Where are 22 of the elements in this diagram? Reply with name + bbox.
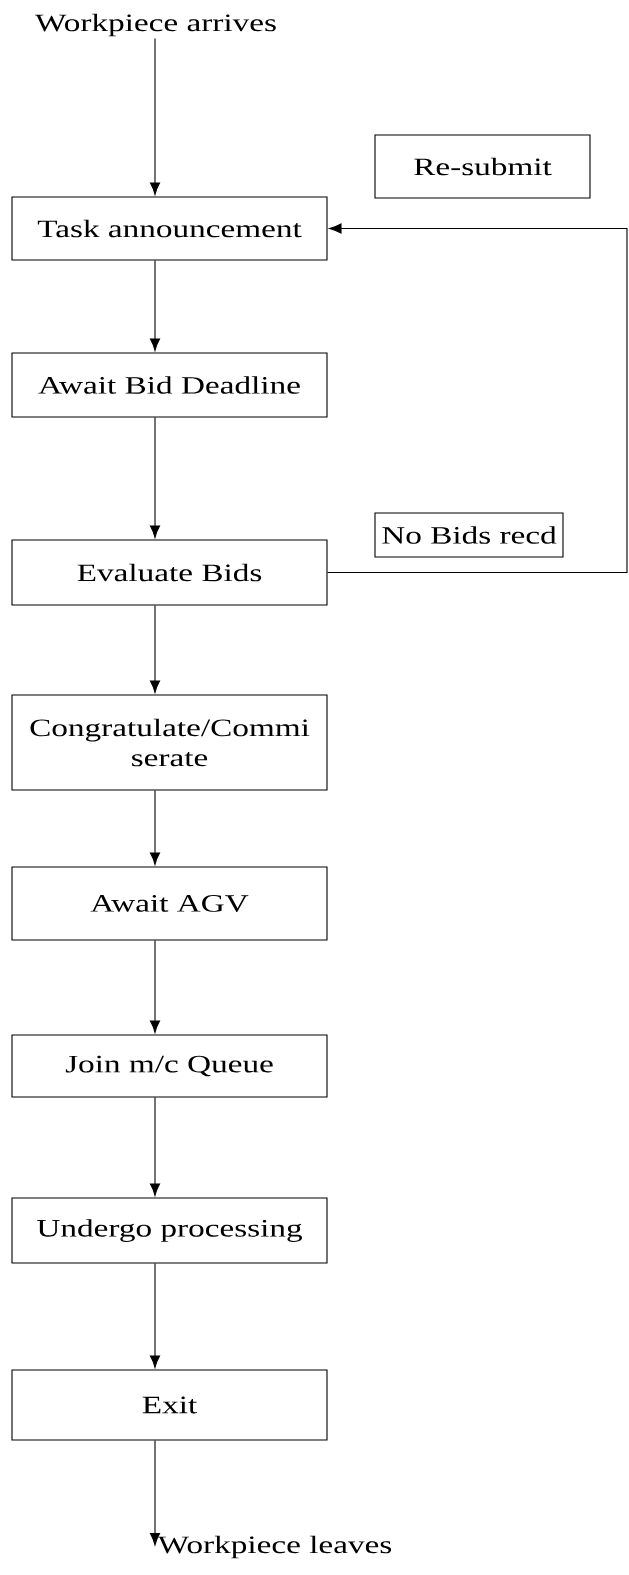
arrow	[149, 417, 161, 538]
note-box: No Bids recd	[374, 512, 564, 558]
process-box: Undergo processing	[11, 1197, 328, 1264]
process-box: Task announcement	[11, 196, 328, 261]
arrow	[149, 260, 161, 351]
process-box: Evaluate Bids	[11, 539, 328, 606]
arrow	[149, 790, 161, 865]
process-box: Await Bid Deadline	[11, 352, 328, 418]
arrow	[149, 1097, 161, 1196]
process-box: Join m/c Queue	[11, 1034, 328, 1098]
process-box: Await AGV	[11, 866, 328, 941]
note-box: Re-submit	[374, 134, 591, 199]
arrow	[149, 1440, 161, 1546]
loop-arrow	[327, 223, 628, 574]
arrow	[149, 940, 161, 1033]
arrow	[149, 38, 161, 195]
process-box: Exit	[11, 1369, 328, 1441]
flow-label: Workpiece leaves	[157, 1535, 392, 1559]
arrow	[149, 1263, 161, 1368]
process-box: Congratulate/Commi serate	[11, 694, 328, 791]
arrow	[149, 605, 161, 693]
flow-label: Workpiece arrives	[35, 13, 276, 37]
